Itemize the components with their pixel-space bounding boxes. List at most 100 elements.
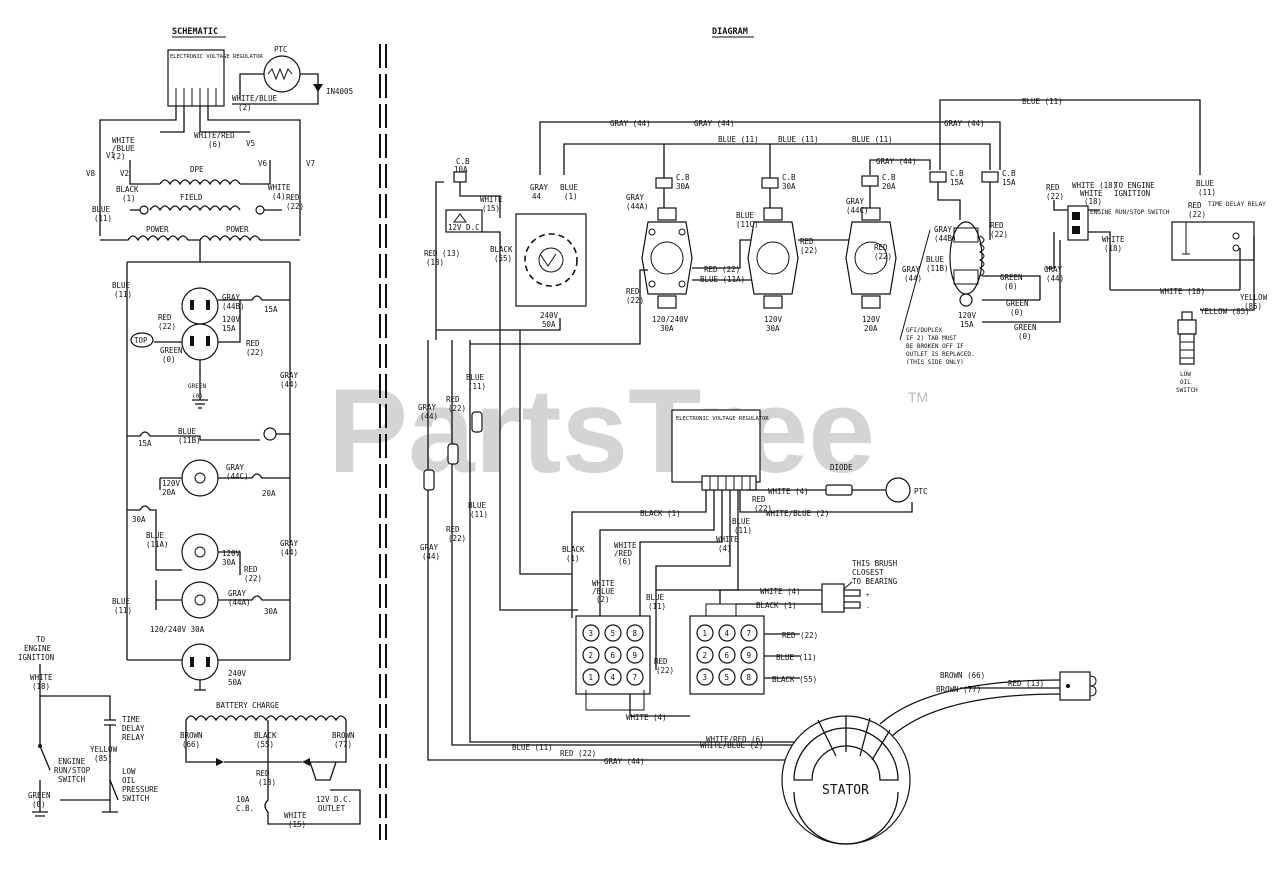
svg-text:(18): (18): [1084, 197, 1102, 206]
pins-left-pin-circle: [582, 624, 600, 642]
pins-right-pin-label: 2: [703, 651, 708, 660]
diagram: DIAGRAM GRAY (44) GRAY (44) GRAY (44) BL…: [418, 27, 1268, 845]
svg-text:WHITE (4): WHITE (4): [760, 587, 801, 596]
svg-text:BE BROKEN OFF IF: BE BROKEN OFF IF: [906, 343, 964, 350]
svg-text:30A: 30A: [676, 182, 690, 191]
svg-text:10A: 10A: [236, 795, 250, 804]
schematic-ptc: PTC IN4005: [232, 45, 353, 105]
svg-text:BROWN: BROWN: [332, 731, 355, 740]
diagram-outlet-240v-50a: [515, 213, 587, 307]
pins-left-pin-label: 4: [611, 673, 616, 682]
svg-text:(77): (77): [334, 740, 352, 749]
svg-text:(18): (18): [1104, 244, 1122, 253]
svg-text:GRAY: GRAY: [226, 463, 245, 472]
svg-text:(11): (11): [1198, 188, 1216, 197]
svg-text:BLACK (1): BLACK (1): [756, 601, 797, 610]
svg-text:(22): (22): [1188, 210, 1206, 219]
svg-text:15A: 15A: [138, 439, 152, 448]
svg-text:20A: 20A: [262, 489, 276, 498]
pins-right-pin-label: 6: [725, 651, 730, 660]
svg-text:(22): (22): [800, 246, 818, 255]
svg-text:120V: 120V: [162, 479, 181, 488]
svg-text:SWITCH: SWITCH: [58, 775, 86, 784]
diagram-outlet-120v-30a: [747, 207, 799, 309]
svg-text:(44): (44): [280, 548, 298, 557]
svg-text:(1): (1): [122, 194, 136, 203]
svg-text:(0): (0): [1004, 282, 1018, 291]
svg-text:WHITE (4): WHITE (4): [768, 487, 809, 496]
svg-text:CLOSEST: CLOSEST: [852, 568, 884, 577]
svg-text:15A: 15A: [1002, 178, 1016, 187]
svg-text:WHITE: WHITE: [592, 579, 615, 588]
svg-text:BLACK: BLACK: [116, 185, 139, 194]
svg-text:15A: 15A: [950, 178, 964, 187]
dpe-coil: [159, 179, 241, 186]
diagram-brush-holder: + -: [821, 583, 870, 613]
svg-text:-: -: [866, 604, 870, 611]
svg-text:240V: 240V: [228, 669, 247, 678]
svg-text:TO BEARING: TO BEARING: [852, 577, 898, 586]
svg-text:TIME DELAY RELAY: TIME DELAY RELAY: [1208, 201, 1266, 208]
svg-text:(11B): (11B): [926, 264, 949, 273]
diagram-low-oil-switch: [1177, 311, 1197, 365]
svg-text:50A: 50A: [228, 678, 242, 687]
svg-text:30A: 30A: [132, 515, 146, 524]
diagram-rectifier: [1059, 671, 1097, 701]
svg-text:GRAY (44): GRAY (44): [944, 119, 985, 128]
svg-text:RED (22): RED (22): [704, 265, 740, 274]
diagram-engine-run-stop-switch: [1067, 205, 1089, 241]
svg-text:RED: RED: [654, 657, 668, 666]
svg-text:(44): (44): [1046, 274, 1064, 283]
svg-text:WHITE: WHITE: [1102, 235, 1125, 244]
schematic-outlet-20a: [181, 459, 219, 497]
svg-text:BROWN (66): BROWN (66): [940, 671, 985, 680]
svg-text:BLUE: BLUE: [926, 255, 945, 264]
diagram-outlet-120v-20a: [845, 207, 897, 309]
svg-text:SWITCH: SWITCH: [1176, 387, 1198, 394]
svg-text:RED (22): RED (22): [782, 631, 818, 640]
svg-text:(66): (66): [182, 740, 200, 749]
svg-text:WHITE: WHITE: [268, 183, 291, 192]
svg-text:C.B.: C.B.: [236, 804, 254, 813]
svg-text:15A: 15A: [264, 305, 278, 314]
svg-text:30A: 30A: [660, 324, 674, 333]
svg-text:(11A): (11A): [146, 540, 169, 549]
svg-text:GRAY: GRAY: [1044, 265, 1063, 274]
svg-text:BLUE: BLUE: [112, 597, 131, 606]
svg-text:10A: 10A: [454, 165, 468, 174]
svg-text:LOW: LOW: [1180, 371, 1191, 378]
svg-text:BLUE: BLUE: [466, 373, 485, 382]
svg-text:IGNITION: IGNITION: [1114, 189, 1150, 198]
schematic-voltage-regulator: ELECTRONIC VOLTAGE REGULATOR: [167, 49, 263, 107]
svg-text:120/240V: 120/240V: [652, 315, 689, 324]
pins-right-pin-circle: [718, 646, 736, 664]
svg-text:RED: RED: [1046, 183, 1060, 192]
svg-text:YELLOW (85): YELLOW (85): [1200, 307, 1250, 316]
svg-text:DIODE: DIODE: [830, 463, 853, 472]
svg-text:BLUE: BLUE: [1196, 179, 1215, 188]
pins-right-pin-label: 3: [703, 673, 708, 682]
svg-text:(6): (6): [208, 140, 222, 149]
svg-text:PTC: PTC: [274, 45, 288, 54]
pins-left-pin-label: 8: [633, 629, 638, 638]
svg-text:RED: RED: [256, 769, 270, 778]
svg-text:BROWN: BROWN: [180, 731, 203, 740]
schematic-outlet-240v-50a: [181, 643, 219, 691]
field-label: FIELD: [180, 193, 203, 202]
pins-left-pin-label: 3: [589, 629, 594, 638]
svg-text:C.B: C.B: [1002, 169, 1016, 178]
svg-text:(22): (22): [990, 230, 1008, 239]
svg-text:WHITE: WHITE: [284, 811, 307, 820]
svg-text:BROWN (77): BROWN (77): [936, 685, 981, 694]
svg-text:ELECTRONIC VOLTAGE REGULATOR: ELECTRONIC VOLTAGE REGULATOR: [676, 416, 769, 422]
stator-label: STATOR: [822, 783, 869, 798]
svg-text:(44C): (44C): [226, 472, 249, 481]
schematic-outlet-120-240v: [181, 581, 219, 619]
pins-right-pin-circle: [696, 624, 714, 642]
svg-text:POWER: POWER: [226, 225, 249, 234]
svg-text:BLUE: BLUE: [112, 281, 131, 290]
cb-15a-1: [929, 171, 947, 183]
svg-text:120/240V 30A: 120/240V 30A: [150, 625, 205, 634]
svg-text:BLUE (11): BLUE (11): [778, 135, 819, 144]
